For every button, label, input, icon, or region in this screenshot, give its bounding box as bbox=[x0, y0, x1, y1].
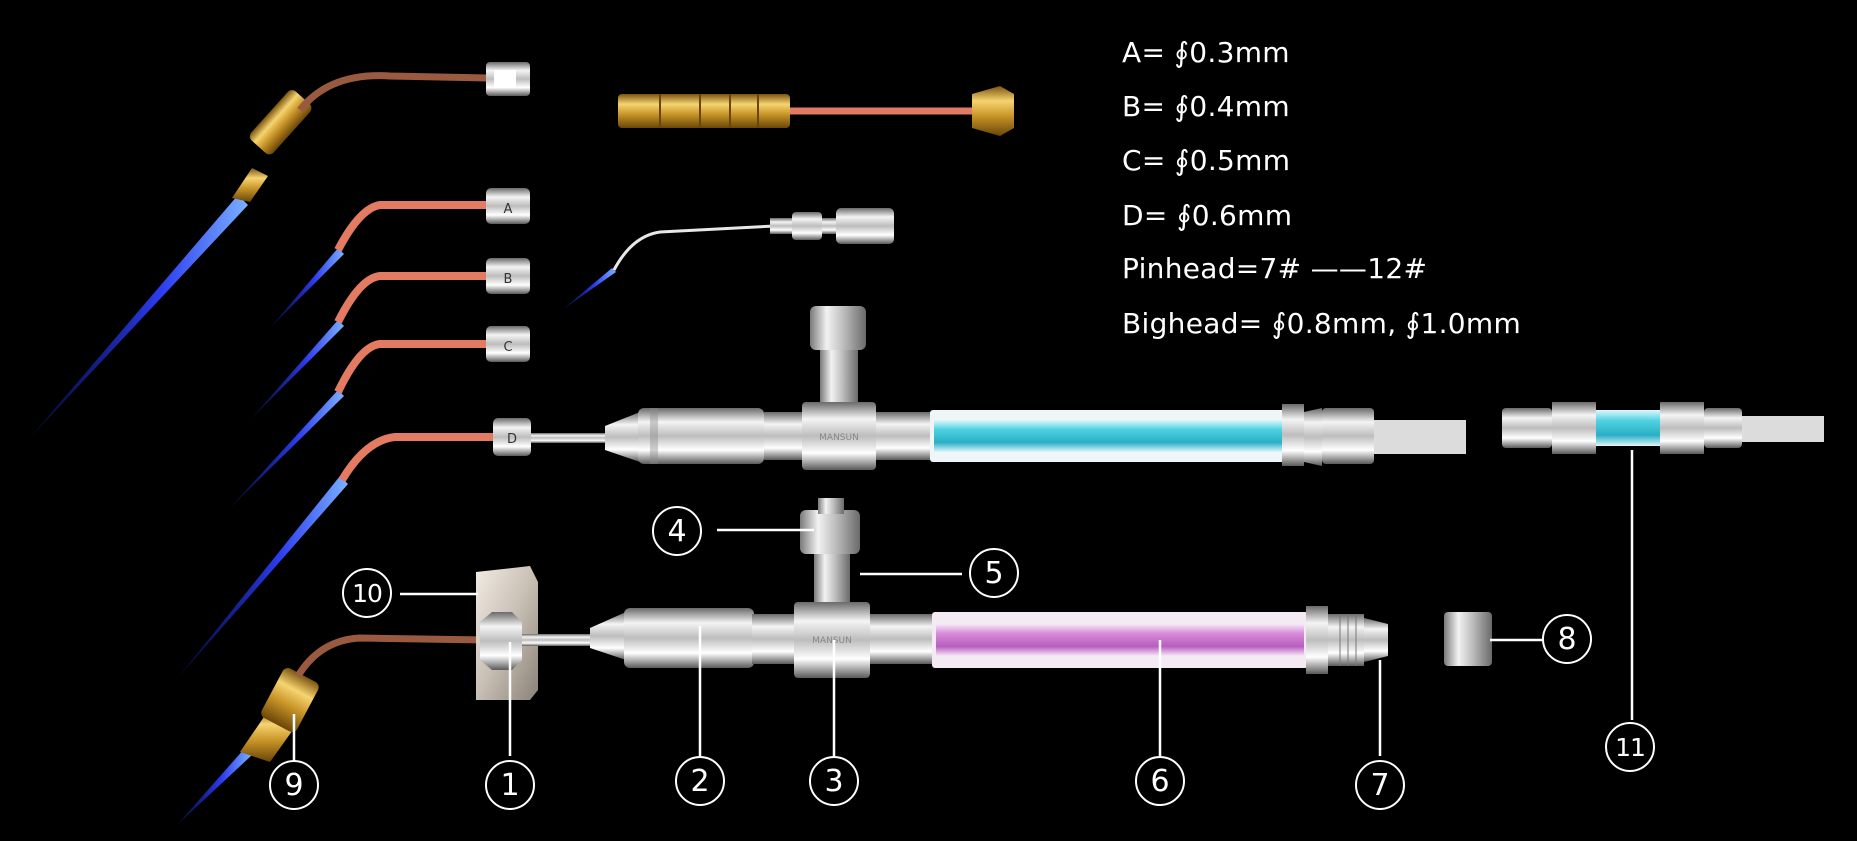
torch-disassembled-bottom: MANSUN bbox=[176, 498, 1492, 826]
spec-bighead: Bighead= ∮0.8mm, ∮1.0mm bbox=[1122, 307, 1522, 340]
spec-b: B= ∮0.4mm bbox=[1122, 90, 1290, 123]
spec-pinhead: Pinhead=7# ——12# bbox=[1122, 252, 1428, 285]
nozzle-c: C bbox=[228, 326, 530, 510]
flame-big bbox=[28, 195, 248, 440]
callout-9: 9 bbox=[269, 760, 319, 810]
callout-8: 8 bbox=[1542, 614, 1592, 664]
nozzle-letter-a: A bbox=[504, 202, 513, 217]
torch-assembled-top: D MANSUN bbox=[493, 306, 1466, 470]
callout-1: 1 bbox=[485, 760, 535, 810]
svg-text:MANSUN: MANSUN bbox=[819, 433, 859, 443]
callout-2: 2 bbox=[675, 756, 725, 806]
nozzle-b: B bbox=[250, 258, 530, 420]
svg-text:MANSUN: MANSUN bbox=[812, 636, 852, 646]
callout-6: 6 bbox=[1135, 756, 1185, 806]
nozzle-letter-b: B bbox=[504, 272, 513, 287]
nozzle-d bbox=[176, 433, 500, 680]
leader-lines bbox=[292, 450, 1634, 762]
spec-a: A= ∮0.3mm bbox=[1122, 36, 1290, 69]
brass-joint-tube bbox=[618, 86, 1014, 136]
callout-4: 4 bbox=[652, 506, 702, 556]
nozzle-letter-d: D bbox=[507, 432, 517, 447]
callout-11: 11 bbox=[1605, 722, 1655, 772]
callout-3: 3 bbox=[809, 756, 859, 806]
callout-5: 5 bbox=[969, 548, 1019, 598]
spec-c: C= ∮0.5mm bbox=[1122, 144, 1291, 177]
nozzle-letter-c: C bbox=[503, 340, 512, 355]
spec-d: D= ∮0.6mm bbox=[1122, 199, 1293, 232]
nozzle-a: A bbox=[270, 188, 530, 328]
big-brass-nozzle bbox=[28, 62, 530, 440]
callout-7: 7 bbox=[1355, 760, 1405, 810]
pinhead-needle bbox=[562, 208, 894, 310]
callout-10: 10 bbox=[342, 568, 392, 618]
hose-connector bbox=[1502, 402, 1824, 454]
